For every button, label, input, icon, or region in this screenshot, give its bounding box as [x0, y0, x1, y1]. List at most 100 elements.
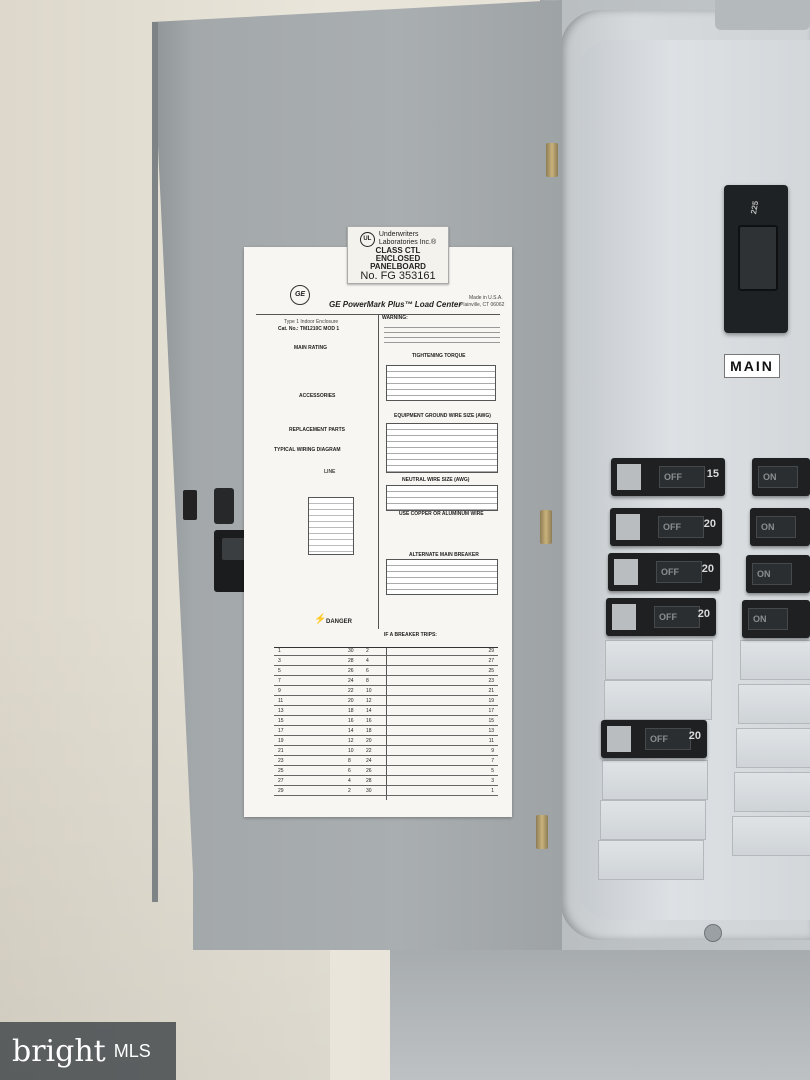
breaker-amp: 20 — [697, 608, 710, 620]
knockout-plate — [732, 816, 810, 856]
circuit-number: 17 — [278, 728, 284, 734]
knockout-plate — [738, 684, 810, 724]
circuit-number: 19 — [278, 738, 284, 744]
circuit-number: 18 — [348, 708, 354, 714]
breaker-tag — [614, 559, 638, 585]
breaker-toggle[interactable]: ON — [748, 608, 788, 630]
neutral-wire-table — [386, 485, 498, 511]
breaker[interactable]: OFF 20 — [610, 508, 722, 546]
breaker-toggle[interactable]: ON — [756, 516, 796, 538]
circuit-number: 10 — [348, 748, 354, 754]
circuit-number: 22 — [348, 688, 354, 694]
circuit-number: 7 — [491, 758, 494, 764]
label-accessories: ACCESSORIES — [299, 393, 336, 399]
circuit-number: 26 — [366, 768, 372, 774]
panel-enclosure-bottom — [390, 950, 810, 1080]
knockout-plate — [598, 840, 704, 880]
breaker-toggle[interactable]: ON — [752, 563, 792, 585]
torque-table — [386, 365, 496, 401]
circuit-number: 15 — [488, 718, 494, 724]
circuit-number: 21 — [488, 688, 494, 694]
main-breaker-amp: 225 — [749, 200, 761, 215]
circuit-number: 14 — [366, 708, 372, 714]
circuit-number: 2 — [348, 788, 351, 794]
label-main-rating: MAIN RATING — [294, 345, 327, 351]
breaker[interactable]: ON — [752, 458, 810, 496]
circuit-number: 1 — [491, 788, 494, 794]
circuit-number: 22 — [366, 748, 372, 754]
panel-door-edge — [152, 22, 158, 902]
breaker-toggle[interactable]: OFF — [656, 561, 702, 583]
circuit-number: 30 — [366, 788, 372, 794]
directory-divider — [386, 648, 387, 800]
watermark-suffix: MLS — [113, 1040, 151, 1061]
knockout-plate — [600, 800, 706, 840]
breaker-toggle[interactable]: OFF — [659, 466, 705, 488]
breaker[interactable]: OFF 20 — [608, 553, 720, 591]
breaker[interactable]: OFF 15 — [611, 458, 725, 496]
breaker-toggle[interactable]: OFF — [658, 516, 704, 538]
breaker-toggle[interactable]: OFF — [654, 606, 700, 628]
circuit-number: 20 — [366, 738, 372, 744]
circuit-number: 5 — [491, 768, 494, 774]
label-catalog: Cat. No.: TM1210C MOD 1 — [278, 326, 340, 332]
circuit-number: 11 — [278, 698, 284, 704]
label-replacement-parts: REPLACEMENT PARTS — [289, 427, 346, 433]
circuit-number: 24 — [366, 758, 372, 764]
circuit-number: 11 — [488, 738, 494, 744]
breaker[interactable]: OFF 20 — [601, 720, 707, 758]
label-location: Plainville, CT 06062 — [460, 302, 505, 308]
circuit-number: 3 — [491, 778, 494, 784]
label-danger: DANGER — [326, 619, 353, 625]
circuit-number: 23 — [488, 678, 494, 684]
door-latch-tab — [183, 490, 197, 520]
circuit-number: 14 — [348, 728, 354, 734]
circuit-number: 27 — [488, 658, 494, 664]
circuit-number: 8 — [366, 678, 369, 684]
circuit-number: 8 — [348, 758, 351, 764]
knockout-plate — [604, 680, 712, 720]
circuit-number: 13 — [278, 708, 284, 714]
knockout-plate — [740, 640, 810, 680]
circuit-number: 12 — [366, 698, 372, 704]
breaker[interactable]: ON — [750, 508, 810, 546]
ul-number: No. FG 353161 — [360, 270, 436, 282]
breaker-amp: 20 — [703, 518, 716, 530]
ul-line1: Underwriters — [378, 231, 419, 238]
breaker-toggle[interactable]: ON — [758, 466, 798, 488]
label-divider — [378, 314, 379, 629]
door-latch-clip — [214, 488, 234, 524]
label-torque: TIGHTENING TORQUE — [412, 353, 466, 359]
main-breaker[interactable]: 225 — [724, 185, 788, 333]
breaker[interactable]: ON — [746, 555, 810, 593]
circuit-number: 5 — [278, 668, 281, 674]
circuit-number: 27 — [278, 778, 284, 784]
circuit-number: 28 — [366, 778, 372, 784]
label-alt-main: ALTERNATE MAIN BREAKER — [409, 552, 479, 558]
circuit-number: 2 — [366, 648, 369, 654]
breaker[interactable]: OFF 20 — [606, 598, 716, 636]
ground-wire-table — [386, 423, 498, 473]
breaker[interactable]: ON — [742, 600, 810, 638]
main-breaker-handle[interactable] — [738, 225, 778, 291]
watermark-brand: bright — [12, 1033, 106, 1069]
ul-line3: CLASS CTL — [375, 246, 421, 255]
knockout-plate — [602, 760, 708, 800]
circuit-number: 16 — [366, 718, 372, 724]
circuit-number: 4 — [366, 658, 369, 664]
ul-sticker: UL Underwriters Laboratories Inc.® CLASS… — [347, 226, 449, 284]
watermark: bright MLS — [0, 1022, 176, 1080]
breaker-tag — [616, 514, 640, 540]
breaker-toggle[interactable]: OFF — [645, 728, 691, 750]
breaker-tag — [612, 604, 636, 630]
label-type: Type 1 Indoor Enclosure — [284, 319, 339, 325]
breaker-amp: 20 — [701, 563, 714, 575]
